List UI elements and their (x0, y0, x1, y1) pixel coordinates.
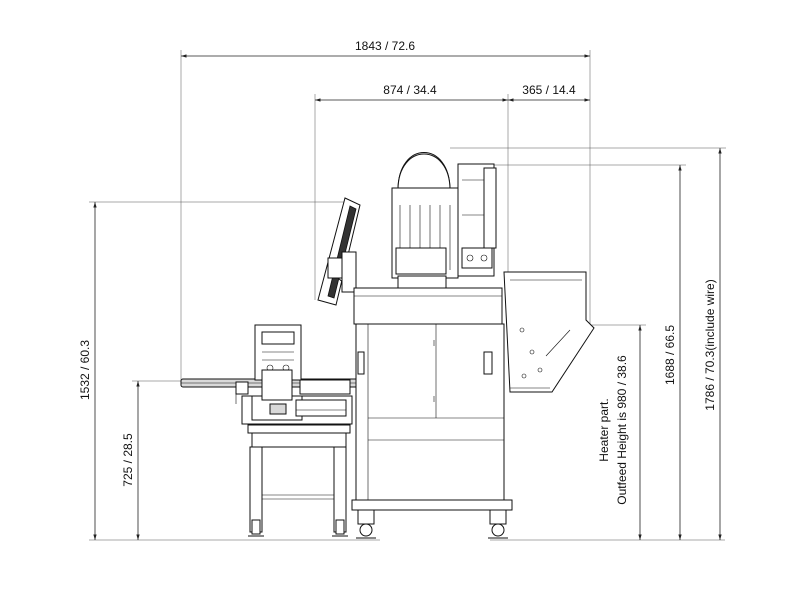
machine-illustration (180, 152, 595, 539)
heater-outfeed-section (503, 271, 595, 393)
heater-note-line1: Heater part. (597, 398, 611, 461)
heater-note-line2: Outfeed Height is 980 / 38.6 (615, 355, 629, 505)
machine-height-label: 1688 / 66.5 (663, 325, 677, 385)
dimension-lines (89, 50, 726, 541)
heater-length-label: 365 / 14.4 (522, 83, 576, 97)
heater-tower (457, 163, 497, 277)
dimension-labels: 1843 / 72.6 874 / 34.4 365 / 14.4 1532 /… (78, 39, 717, 505)
sealing-motor-unit (391, 152, 459, 289)
main-body-length-label: 874 / 34.4 (383, 83, 437, 97)
infeed-height-label: 725 / 28.5 (121, 433, 135, 487)
main-cabinet (351, 287, 513, 539)
monitor-height-label: 1532 / 60.3 (78, 340, 92, 400)
infeed-table (241, 324, 353, 537)
touch-screen-monitor (317, 197, 361, 306)
total-height-label: 1786 / 70.3(include wire) (703, 279, 717, 410)
overall-length-label: 1843 / 72.6 (355, 39, 415, 53)
